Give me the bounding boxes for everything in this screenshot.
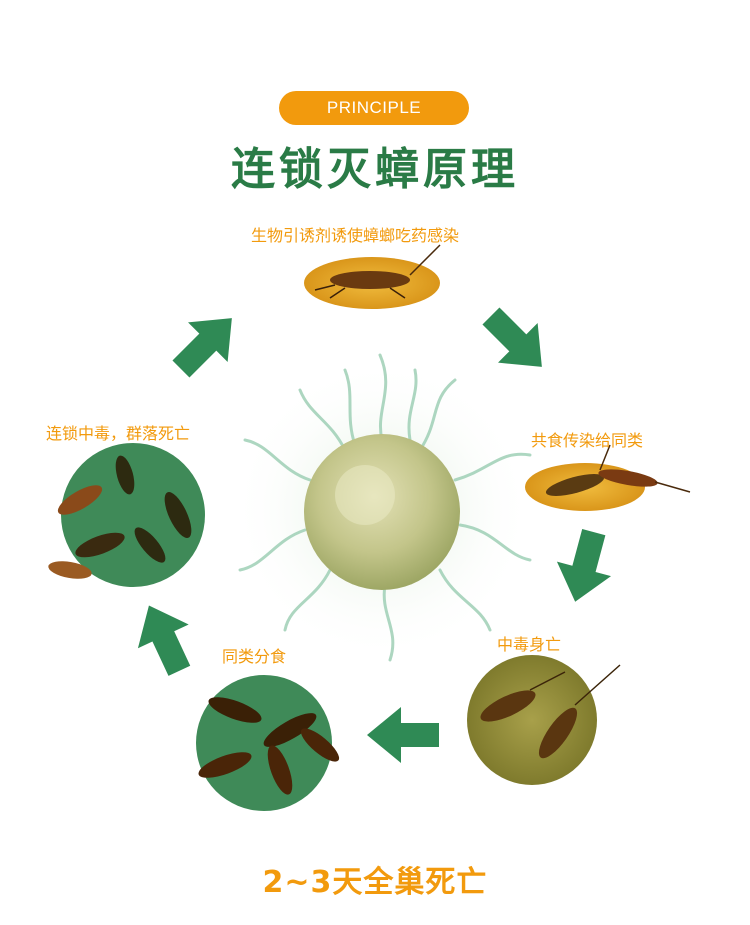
step2-label: 共食传染给同类: [531, 431, 644, 450]
footer-caption: 2~3天全巢死亡: [262, 865, 488, 900]
stage3-image: [467, 655, 621, 785]
step5-label: 连锁中毒，群落死亡: [46, 424, 191, 443]
step4-label: 同类分食: [222, 647, 287, 666]
stage5-image: [48, 443, 205, 587]
step3-label: 中毒身亡: [497, 635, 562, 654]
stage1-image: [304, 244, 441, 309]
principle-badge: PRINCIPLE: [279, 91, 469, 125]
step1-label: 生物引诱剂诱使蟑螂吃药感染: [251, 226, 460, 245]
arrow-bottom-left-icon: [367, 707, 439, 763]
arrow-top-right-icon: [482, 307, 542, 367]
cycle-arrows: [137, 307, 612, 763]
page-title: 连锁灭蟑原理: [231, 144, 519, 195]
arrow-top-left-icon: [172, 318, 232, 378]
microbe-illustration: [232, 353, 532, 662]
arrow-left-up-icon: [137, 605, 191, 676]
stage4-image: [196, 675, 340, 811]
stage2-image: [525, 444, 691, 511]
arrow-right-down-icon: [556, 529, 612, 602]
